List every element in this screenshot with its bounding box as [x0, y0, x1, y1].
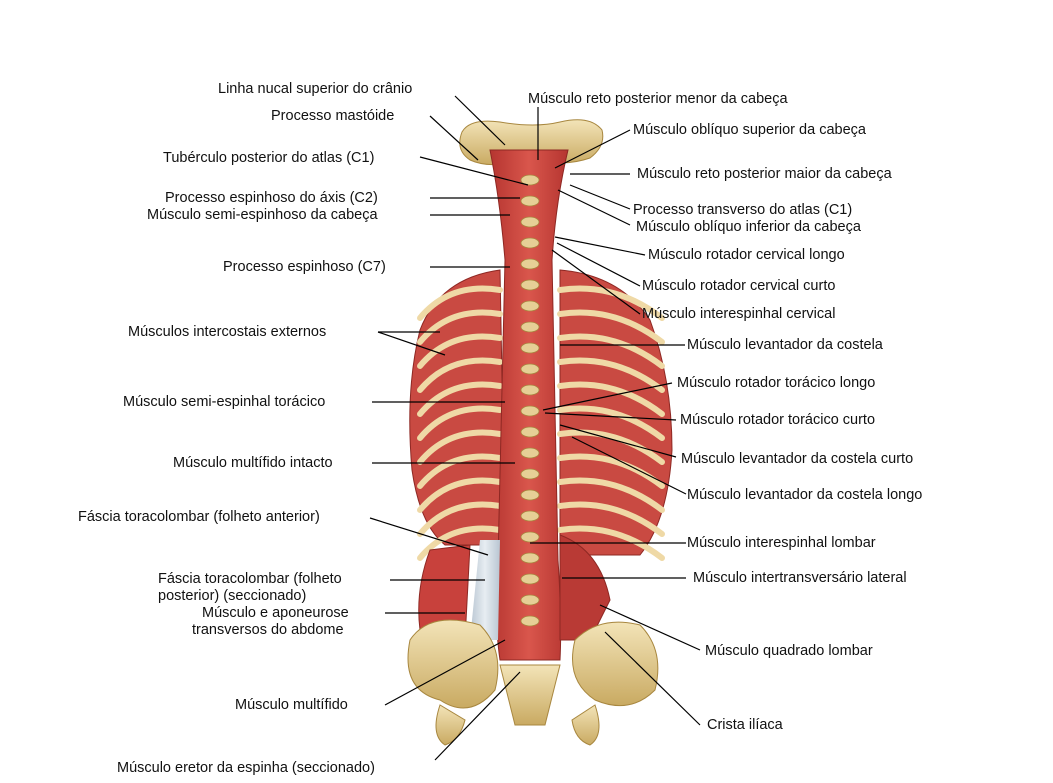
rib-right — [557, 309, 665, 345]
label-interespinhal-cervical: Músculo interespinhal cervical — [642, 306, 836, 322]
vertebra — [520, 363, 540, 375]
vertebra — [520, 468, 540, 480]
rib-right — [557, 525, 665, 561]
label-levantador-longo: Músculo levantador da costela longo — [687, 487, 923, 503]
label-fascia-posterior-line2: posterior) (seccionado) — [158, 588, 307, 604]
label-processo-c7: Processo espinhoso (C7) — [223, 259, 386, 275]
rib-cage — [409, 269, 673, 561]
label-reto-maior: Músculo reto posterior maior da cabeça — [637, 166, 892, 182]
vertebra — [520, 195, 540, 207]
label-multifido-intacto: Músculo multífido intacto — [173, 455, 333, 471]
rib-right — [557, 357, 665, 393]
pelvis — [407, 619, 659, 746]
rib-left — [417, 333, 503, 369]
label-reto-menor: Músculo reto posterior menor da cabeça — [528, 91, 788, 107]
label-fascia-anterior: Fáscia toracolombar (folheto anterior) — [78, 509, 320, 525]
label-intercostais-externos: Músculos intercostais externos — [128, 324, 327, 340]
vertebra — [520, 447, 540, 459]
rib-left — [417, 477, 503, 513]
rib-left — [417, 501, 503, 537]
rib-right — [557, 381, 665, 417]
label-fascia-posterior-line1: Fáscia toracolombar (folheto — [158, 571, 342, 587]
vertebra — [520, 216, 540, 228]
label-transverso-atlas: Processo transverso do atlas (C1) — [633, 202, 853, 218]
vertebra — [520, 321, 540, 333]
label-rotador-toracico-curto: Músculo rotador torácico curto — [680, 412, 876, 428]
rib-left — [417, 525, 503, 561]
rib-right — [557, 429, 665, 465]
label-eretor-espinha: Músculo eretor da espinha (seccionado) — [117, 760, 375, 776]
rib-right — [557, 405, 665, 441]
vertebra — [520, 552, 540, 564]
vertebra — [520, 342, 540, 354]
spinal-muscles — [418, 149, 611, 661]
label-levantador-curto: Músculo levantador da costela curto — [681, 451, 914, 467]
label-multifido: Músculo multífido — [235, 697, 348, 713]
vertebra — [520, 279, 540, 291]
label-processo-axis: Processo espinhoso do áxis (C2) — [165, 190, 378, 206]
rib-right — [557, 285, 665, 321]
vertebra — [520, 300, 540, 312]
label-quadrado-lombar: Músculo quadrado lombar — [705, 643, 873, 659]
vertebra — [520, 237, 540, 249]
label-crista-iliaca: Crista ilíaca — [707, 717, 783, 733]
rib-right — [557, 453, 665, 489]
label-rotador-toracico-longo: Músculo rotador torácico longo — [677, 375, 876, 391]
label-transversos-line1: Músculo e aponeurose — [202, 605, 349, 621]
vertebra — [520, 426, 540, 438]
leader-lines — [369, 95, 701, 761]
label-tuberculo-atlas: Tubérculo posterior do atlas (C1) — [163, 150, 375, 166]
rib-left — [417, 453, 503, 489]
rib-left — [417, 309, 503, 345]
label-processo-mastoide: Processo mastóide — [271, 108, 395, 124]
label-rotador-cervical-curto: Músculo rotador cervical curto — [642, 278, 836, 294]
label-semi-espinhal-toracico: Músculo semi-espinhal torácico — [123, 394, 326, 410]
rib-right — [557, 333, 665, 369]
rib-left — [417, 357, 503, 393]
label-obliquo-superior: Músculo oblíquo superior da cabeça — [633, 122, 866, 138]
label-semi-espinhoso-cabeca: Músculo semi-espinhoso da cabeça — [147, 207, 378, 223]
rib-left — [417, 381, 503, 417]
label-intertransversario: Músculo intertransversário lateral — [693, 570, 907, 586]
rib-left — [417, 285, 503, 321]
rib-right — [557, 501, 665, 537]
label-transversos-line2: transversos do abdome — [192, 622, 344, 638]
rib-left — [417, 429, 503, 465]
label-levantador-costela: Músculo levantador da costela — [687, 337, 883, 353]
rib-right — [557, 477, 665, 513]
vertebra — [520, 510, 540, 522]
vertebra — [520, 489, 540, 501]
label-rotador-cervical-longo: Músculo rotador cervical longo — [648, 247, 845, 263]
vertebra — [520, 174, 540, 186]
label-obliquo-inferior: Músculo oblíquo inferior da cabeça — [636, 219, 861, 235]
vertebra — [520, 531, 540, 543]
rib-left — [417, 405, 503, 441]
vertebra — [520, 405, 540, 417]
vertebra — [520, 594, 540, 606]
label-interespinhal-lombar: Músculo interespinhal lombar — [687, 535, 876, 551]
vertebra — [520, 615, 540, 627]
label-linha-nucal: Linha nucal superior do crânio — [218, 81, 413, 97]
vertebra — [520, 573, 540, 585]
vertebra — [520, 384, 540, 396]
vertebra — [520, 258, 540, 270]
